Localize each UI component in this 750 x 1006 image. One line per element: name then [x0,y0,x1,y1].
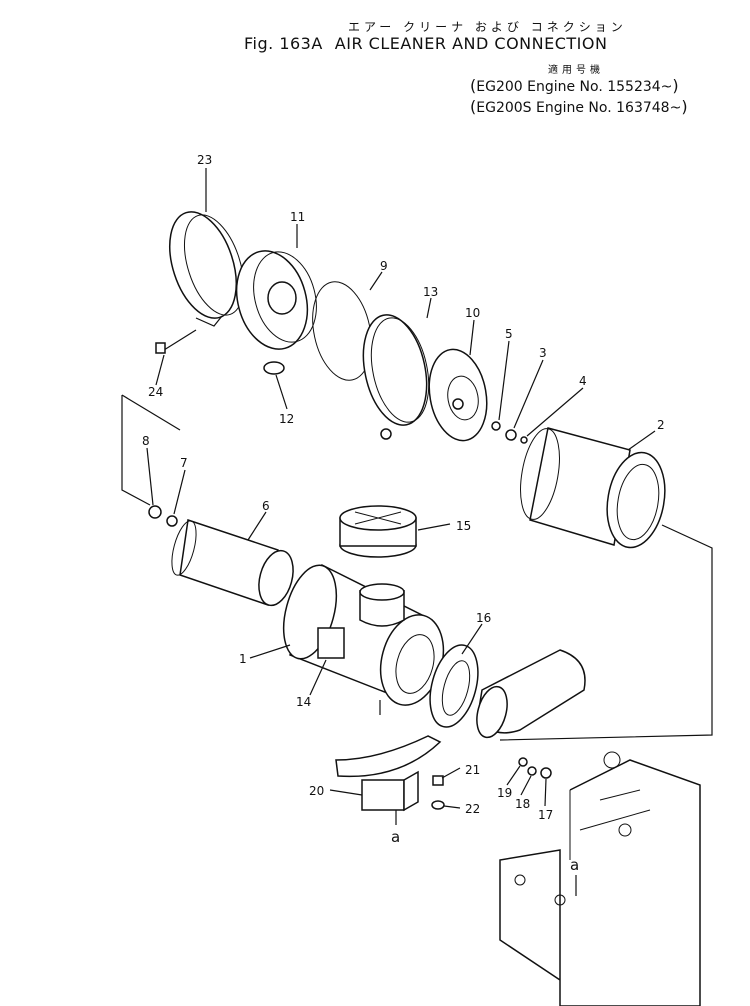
part-5-wing-nut [491,421,501,431]
part-18-washer [527,766,537,776]
part-13-clamp [362,314,430,440]
part-3-washer [505,429,517,441]
callout-22: 22 [465,802,480,816]
part-17-nut [540,767,552,779]
callout-2: 2 [657,418,665,432]
part-16-gasket [429,644,479,728]
callout-12: 12 [279,412,294,426]
part-21-bolt [432,775,444,786]
elbow-pipe [476,649,586,739]
applicability-text-1: EG200 Engine No. 155234~ [476,79,673,95]
part-6-inner-element [171,519,294,607]
applicability-line-1: (EG200 Engine No. 155234~) [470,76,679,95]
part-24-bolt [155,329,197,354]
callout-8: 8 [142,434,150,448]
callout-4: 4 [579,374,587,388]
callout-15: 15 [456,519,471,533]
part-14-label-plate [317,627,345,659]
reference-mark-a-engine: a [570,856,579,874]
figure-number: Fig. 163A [244,34,323,53]
part-15-precleaner [339,505,417,558]
callout-3: 3 [539,346,547,360]
callout-5: 5 [505,327,513,341]
applicability-text-2: EG200S Engine No. 163748~ [476,100,682,116]
callout-11: 11 [290,210,305,224]
mounting-plate [335,735,442,778]
part-1-housing [282,563,445,706]
part-22-washer [431,800,445,810]
callout-10: 10 [465,306,480,320]
part-11-cover [235,250,317,350]
engine-block [499,751,701,1006]
figure-name: AIR CLEANER AND CONNECTION [334,34,608,53]
part-10-element-cover [428,348,488,442]
part-7-washer [166,515,178,527]
callout-1: 1 [239,652,247,666]
part-4-seal [520,436,528,444]
callout-21: 21 [465,763,480,777]
callout-labels: 1 2 3 4 5 6 7 8 9 10 11 12 13 14 15 16 1… [142,153,665,874]
part-9-gasket [312,281,372,381]
callout-24: 24 [148,385,163,399]
applicability-label: 適用号機 [548,65,604,76]
callout-6: 6 [262,499,270,513]
callout-9: 9 [380,259,388,273]
part-23-clamp-band [169,211,244,327]
callout-19: 19 [497,786,512,800]
callout-18: 18 [515,797,530,811]
japanese-title: エアー クリーナ および コネクション [348,20,627,34]
callout-23: 23 [197,153,212,167]
callout-7: 7 [180,456,188,470]
bracket-line-top [121,394,181,431]
reference-mark-a-bracket: a [391,828,400,846]
part-19-washer [518,757,528,767]
part-20-bracket [361,770,419,812]
applicability-line-2: (EG200S Engine No. 163748~) [470,97,688,116]
callout-16: 16 [476,611,491,625]
callout-14: 14 [296,695,311,709]
bracket-line-right [499,524,713,741]
part-12-cap [263,361,285,375]
callout-20: 20 [309,784,324,798]
part-2-outer-element [520,427,666,549]
figure-title: Fig. 163A AIR CLEANER AND CONNECTION [244,34,619,53]
callout-17: 17 [538,808,553,822]
part-8-nut [148,505,162,519]
bracket-line-left [121,395,151,506]
leader-lines [146,168,656,896]
callout-13: 13 [423,285,438,299]
